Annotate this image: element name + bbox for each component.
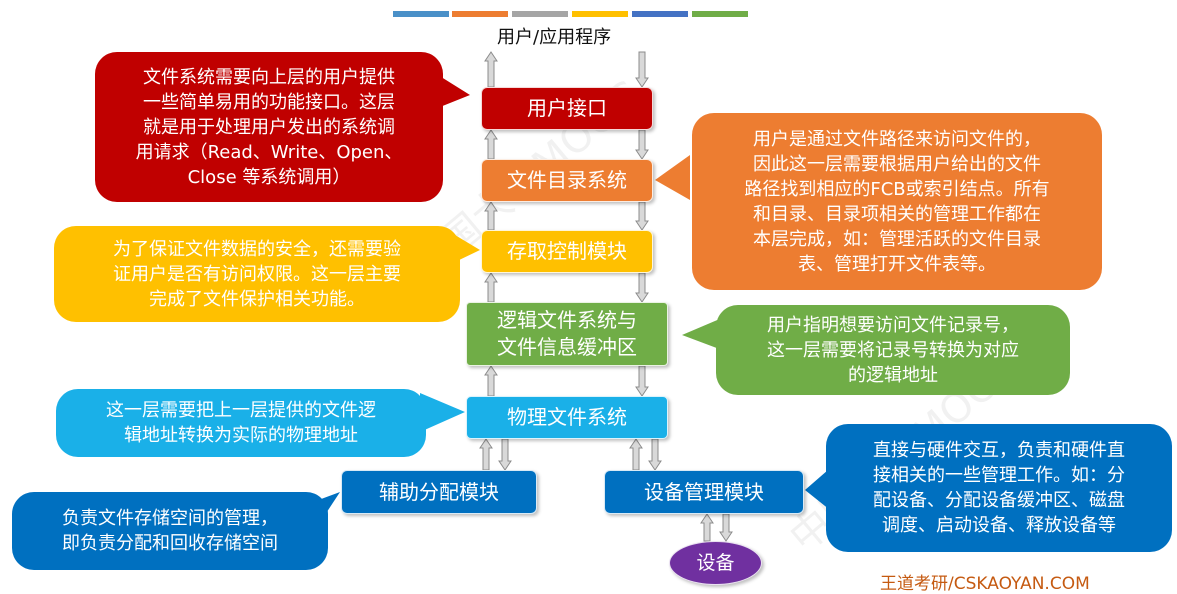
down-arrow	[635, 201, 649, 231]
layer-aux-alloc: 辅助分配模块	[341, 470, 537, 514]
callout-file-directory: 用户是通过文件路径来访问文件的， 因此这一层需要根据用户给出的文件 路径找到相应…	[692, 113, 1102, 290]
callout-pointer-access-control	[455, 235, 480, 262]
header-stripe	[572, 11, 628, 17]
down-arrow	[635, 51, 649, 88]
down-arrow	[635, 365, 649, 397]
flow-arrows	[479, 51, 733, 542]
down-arrow	[635, 129, 649, 160]
header-stripe	[512, 11, 568, 17]
top-label-user-app: 用户/应用程序	[497, 27, 612, 48]
layer-physical-fs: 物理文件系统	[466, 396, 668, 439]
layer-file-directory: 文件目录系统	[481, 159, 653, 202]
down-arrow	[719, 513, 733, 542]
callout-pointer-device-mgmt	[805, 470, 830, 510]
credit-label: 王道考研/CSKAOYAN.COM	[880, 574, 1090, 594]
callout-logical-fs: 用户指明想要访问文件记录号， 这一层需要将记录号转换为对应 的逻辑地址	[716, 305, 1070, 395]
header-stripe	[393, 11, 449, 17]
layer-user-interface: 用户接口	[481, 87, 653, 130]
callout-user-interface: 文件系统需要向上层的用户提供 一些简单易用的功能接口。这层 就是用于处理用户发出…	[95, 52, 443, 202]
callout-aux-alloc: 负责文件存储空间的管理， 即负责分配和回收存储空间	[12, 492, 328, 570]
layer-access-control: 存取控制模块	[481, 230, 653, 273]
header-stripes	[393, 11, 748, 17]
down-arrow	[635, 272, 649, 303]
up-arrow	[484, 51, 498, 88]
up-arrow	[484, 129, 498, 160]
up-arrow	[629, 438, 643, 471]
layer-logical-fs: 逻辑文件系统与 文件信息缓冲区	[466, 302, 668, 366]
callout-pointer-file-directory	[655, 155, 690, 200]
callout-device-mgmt: 直接与硬件交互，负责和硬件直 接相关的一些管理工作。如：分 配设备、分配设备缓冲…	[826, 424, 1172, 552]
layer-device-mgmt: 设备管理模块	[604, 470, 804, 514]
callout-access-control: 为了保证文件数据的安全，还需要验 证用户是否有访问权限。这一层主要 完成了文件保…	[54, 226, 460, 322]
header-stripe	[632, 11, 688, 17]
up-arrow	[484, 365, 498, 397]
up-arrow	[484, 272, 498, 303]
down-arrow	[498, 438, 512, 471]
device-node: 设备	[669, 541, 762, 585]
callout-pointer-physical-fs	[420, 393, 465, 432]
up-arrow	[700, 513, 714, 542]
callout-physical-fs: 这一层需要把上一层提供的文件逻 辑地址转换为实际的物理地址	[56, 389, 426, 457]
header-stripe	[692, 11, 748, 17]
up-arrow	[479, 438, 493, 471]
down-arrow	[648, 438, 662, 471]
callout-pointer-logical-fs	[682, 318, 722, 350]
up-arrow	[484, 201, 498, 231]
header-stripe	[452, 11, 508, 17]
